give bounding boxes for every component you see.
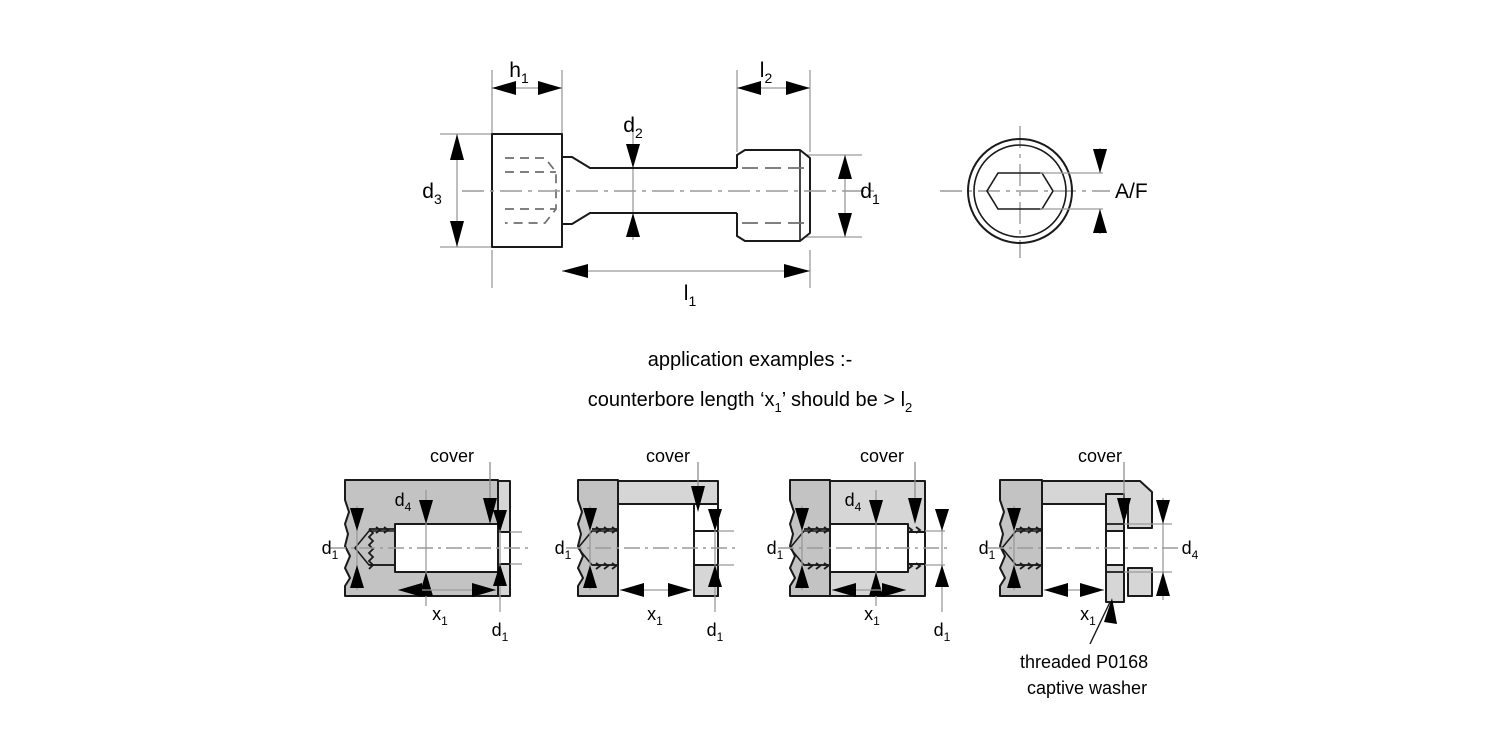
- example-3-thread-hatch-l: [807, 562, 830, 570]
- example-2-cover-arrow: [691, 486, 705, 512]
- notes-block: application examples :- counterbore leng…: [588, 349, 913, 415]
- example-2-cover-label: cover: [646, 446, 690, 466]
- example-4-thread-hatch-u: [1019, 526, 1042, 534]
- example-3-cover-thread-hatch: [907, 526, 922, 570]
- example-2-label-x1: x1: [647, 604, 663, 628]
- example-3-dim-d1-left: d1: [767, 506, 809, 590]
- example-4-label-d4-right: d4: [1182, 538, 1199, 562]
- example-1-cover-arrow: [483, 498, 497, 524]
- dim-label-l2: l2: [760, 59, 773, 86]
- dimension-h1: h1: [492, 59, 562, 95]
- shank-upper-profile: [562, 156, 737, 169]
- head-outer-circle: [967, 138, 1073, 244]
- example-1-label-x1: x1: [432, 604, 448, 628]
- example-1-dim-x1: x1: [398, 583, 496, 628]
- dimension-l1: l1: [562, 264, 810, 309]
- dimension-l2: l2: [737, 59, 810, 95]
- example-3-thread-hatch-u: [807, 526, 830, 534]
- dim-label-d3: d3: [422, 180, 442, 207]
- example-2-dim-d1-left: d1: [555, 506, 597, 590]
- example-4-label-x1: x1: [1080, 604, 1096, 628]
- dimension-d1-main: d1: [838, 155, 880, 237]
- screw-head-outline: [491, 133, 563, 248]
- example-4-callout-arrow: [1104, 598, 1117, 624]
- example-4-dim-d4-right: d4: [1124, 498, 1199, 600]
- example-4-label-d1-left: d1: [979, 538, 996, 562]
- example-4-cover-upper: [1041, 480, 1153, 529]
- example-1-label-d1-left: d1: [322, 538, 339, 562]
- example-3-cover-label: cover: [860, 446, 904, 466]
- example-1: cover d1 d4: [322, 446, 530, 644]
- example-1-label-d1-right: d1: [492, 620, 509, 644]
- example-4-body: [999, 479, 1043, 597]
- example-3-label-d1-left: d1: [767, 538, 784, 562]
- dim-label-l1: l1: [684, 282, 697, 309]
- dim-label-af: A/F: [1115, 180, 1148, 203]
- dim-label-d1-main: d1: [860, 180, 880, 207]
- shank-lower-profile: [562, 212, 737, 225]
- dimension-af: A/F: [1093, 148, 1148, 234]
- head-inner-circle: [973, 144, 1067, 238]
- example-4-washer-callout: threaded P0168 captive washer: [1020, 598, 1148, 698]
- dimension-d2: d2: [623, 114, 643, 237]
- example-2-dim-d1-right: d1: [707, 509, 734, 644]
- example-4-callout-line-1: threaded P0168: [1020, 652, 1148, 672]
- example-2-cover-leg-lower: [693, 564, 719, 597]
- example-4-cover-arrow: [1117, 498, 1131, 524]
- example-2: cover d1 x1: [555, 446, 740, 644]
- example-3: cover d1 d4: [767, 446, 952, 644]
- example-1-dim-d1-left: d1: [322, 506, 364, 590]
- example-4-dim-x1: x1: [1044, 583, 1104, 628]
- example-2-thread-hatch-u: [595, 526, 618, 534]
- main-side-view: h1 l2 d2: [422, 59, 880, 309]
- head-end-view: A/F: [940, 126, 1148, 258]
- example-4-cover-lower: [1127, 567, 1153, 597]
- example-3-dim-d1-right: d1: [925, 509, 951, 644]
- example-4-cover-label: cover: [1078, 446, 1122, 466]
- example-2-label-d1-right: d1: [707, 620, 724, 644]
- example-1-thread-hatch-u: [375, 526, 390, 534]
- dim-label-d2: d2: [623, 114, 643, 141]
- example-3-dim-x1: x1: [832, 583, 906, 628]
- dim-label-h1: h1: [509, 59, 529, 86]
- example-4-dim-d1-left: d1: [979, 506, 1021, 590]
- note-line-2: counterbore length ‘x1’ should be > l2: [588, 389, 913, 415]
- example-1-cover-label: cover: [430, 446, 474, 466]
- example-1-dim-d1-right: d1: [492, 510, 522, 644]
- example-4-callout-line-2: captive washer: [1027, 678, 1147, 698]
- note-line-1: application examples :-: [648, 349, 853, 371]
- example-3-body: [789, 479, 831, 597]
- example-3-label-x1: x1: [864, 604, 880, 628]
- example-1-thread-edge: [369, 528, 395, 566]
- example-2-label-d1-left: d1: [555, 538, 572, 562]
- threaded-end-outline: [736, 149, 811, 242]
- example-1-label-d4: d4: [395, 490, 412, 514]
- main-extension-lines: [440, 70, 862, 288]
- example-3-label-d4: d4: [845, 490, 862, 514]
- dimension-d3: d3: [422, 134, 464, 247]
- example-4-washer-thread: [1106, 523, 1124, 573]
- example-4: cover d1 x1: [979, 446, 1199, 698]
- example-4-thread-hatch-l: [1019, 562, 1042, 570]
- example-3-cover-arrow: [908, 498, 922, 524]
- example-2-thread-hatch-l: [595, 562, 618, 570]
- example-3-label-d1-right: d1: [934, 620, 951, 644]
- example-2-body: [577, 479, 619, 597]
- example-2-dim-x1: x1: [620, 583, 692, 628]
- example-1-thread-left: [367, 528, 375, 570]
